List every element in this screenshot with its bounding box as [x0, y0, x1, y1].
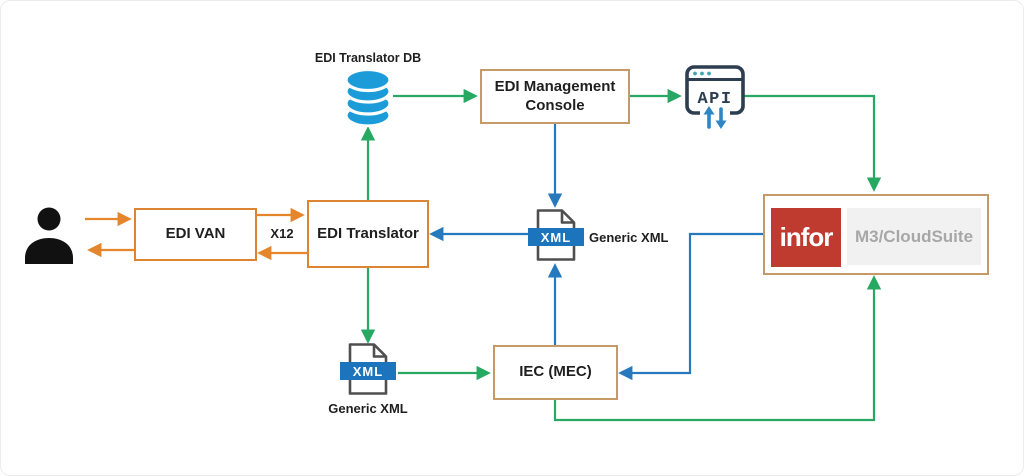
iec-mec-box: IEC (MEC) [493, 345, 618, 400]
infor-m3-box: infor M3/CloudSuite [763, 194, 989, 275]
api-sync-arrows-icon [703, 106, 727, 129]
api-browser-icon: API [685, 65, 745, 129]
edi-van-box: EDI VAN [134, 208, 257, 261]
api-node: API [683, 63, 747, 136]
m3-cloudsuite-label: M3/CloudSuite [854, 226, 974, 246]
iec-mec-label: IEC (MEC) [519, 363, 592, 381]
xml-badge: XML [528, 228, 584, 246]
person-icon [25, 207, 73, 264]
blue-edges [429, 120, 763, 381]
edi-management-console-label: EDI Management Console [494, 77, 616, 114]
generic-xml-bottom-label: Generic XML [328, 401, 408, 416]
api-label: API [697, 90, 732, 109]
edge-api-to-infor [743, 94, 882, 192]
edi-management-console-box: EDI Management Console [480, 69, 630, 124]
edi-translator-db-label: EDI Translator DB [314, 51, 422, 65]
edge-iec-to-infor [553, 275, 882, 422]
generic-xml-bottom-node: XML [340, 343, 396, 395]
generic-xml-middle-label: Generic XML [589, 230, 669, 245]
xml-badge: XML [340, 362, 396, 380]
user-node [22, 204, 78, 269]
orange-edges [85, 207, 307, 261]
green-edges [360, 88, 882, 422]
edi-van-label: EDI VAN [165, 225, 226, 243]
edi-translator-label: EDI Translator [317, 224, 419, 242]
database-icon [344, 67, 392, 128]
edi-translator-db-node [342, 67, 394, 132]
x12-edge-label: X12 [270, 226, 294, 241]
edge-infor-to-iec [618, 232, 763, 381]
generic-xml-middle-node: XML [528, 209, 584, 261]
edi-translator-box: EDI Translator [307, 200, 429, 268]
infor-logo: infor [771, 208, 841, 267]
m3-cloudsuite-panel: M3/CloudSuite [847, 208, 981, 265]
infor-logo-text: infor [779, 222, 834, 253]
